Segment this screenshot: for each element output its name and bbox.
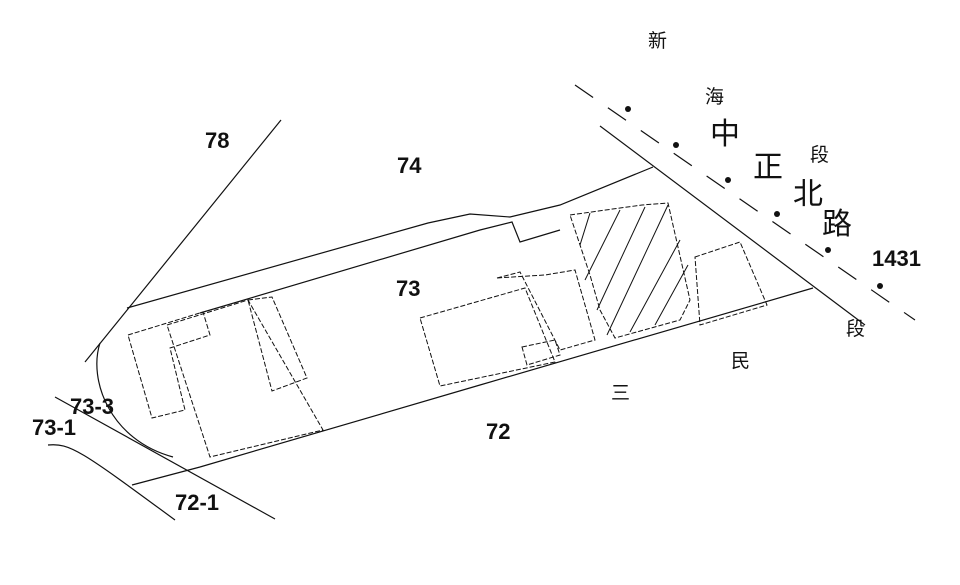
building-5 <box>496 269 596 351</box>
road-label-zheng: 正 <box>753 150 783 185</box>
building-small <box>521 339 561 366</box>
building-6 <box>694 241 768 326</box>
parcel-label-73: 73 <box>396 276 421 301</box>
lot-corner-curve <box>96 342 174 458</box>
hatched-building <box>569 202 691 339</box>
parcel-label-73-1: 73-1 <box>32 415 77 440</box>
lot-73-inner-line <box>199 221 561 314</box>
building-4 <box>419 287 556 387</box>
parcel-label-78: 78 <box>205 128 230 153</box>
building-2 <box>166 299 324 458</box>
parcel-78-boundary <box>84 119 282 363</box>
lot-73-upper-boundary <box>126 166 654 309</box>
parcel-72-1-line <box>131 466 201 486</box>
parcel-label-74: 74 <box>397 153 422 178</box>
road-label-lu: 路 <box>822 207 852 242</box>
parcel-73-1-line <box>47 444 176 521</box>
lot-73-lower-boundary <box>199 287 814 468</box>
parcel-label-72-1: 72-1 <box>175 490 220 515</box>
parcel-label-72: 72 <box>486 419 511 444</box>
road-centerline-dots <box>625 106 883 289</box>
road-label-san: 三 <box>611 382 631 404</box>
parcel-label-73-3: 73-3 <box>70 394 115 419</box>
road-label-xin: 新 <box>648 30 668 52</box>
road-label-min: 民 <box>731 350 751 372</box>
road-label-zhong: 中 <box>710 117 740 152</box>
parcel-73-3-line <box>54 396 276 520</box>
road-label-bei: 北 <box>793 177 823 212</box>
building-1 <box>127 311 211 419</box>
road-label-duan-2: 段 <box>846 318 866 340</box>
building-3 <box>247 296 308 392</box>
road-label-hai: 海 <box>705 86 725 108</box>
road-centerline <box>574 84 916 321</box>
parcel-label-1431: 1431 <box>872 246 921 271</box>
road-edge-line <box>599 125 866 326</box>
road-label-duan-1: 段 <box>810 144 830 166</box>
